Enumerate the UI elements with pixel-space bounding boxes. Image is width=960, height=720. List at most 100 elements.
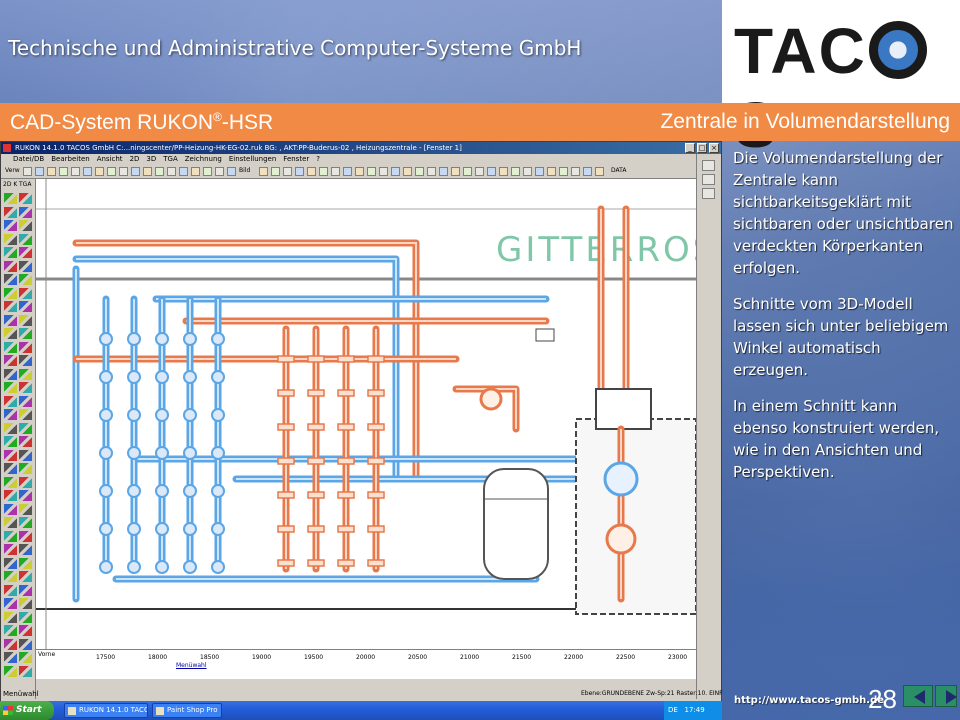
tool-button[interactable] <box>4 247 17 258</box>
tool-button[interactable] <box>19 247 32 258</box>
toolbar-button[interactable] <box>107 167 116 176</box>
next-slide-button[interactable] <box>935 685 957 707</box>
toolbar-button[interactable] <box>463 167 472 176</box>
tool-button[interactable] <box>19 571 32 582</box>
tool-button[interactable] <box>19 328 32 339</box>
tool-button[interactable] <box>4 611 17 623</box>
toolbar-verw-label[interactable]: Verw <box>5 167 20 174</box>
toolbar-button[interactable] <box>391 167 400 176</box>
window-tool-button[interactable] <box>702 160 715 171</box>
toolbar-button[interactable] <box>307 167 316 176</box>
tool-button[interactable] <box>4 395 17 407</box>
tool-button[interactable] <box>19 260 32 272</box>
tool-button[interactable] <box>19 422 32 434</box>
tool-button[interactable] <box>4 382 17 393</box>
toolbar-button[interactable] <box>475 167 484 176</box>
toolbar-button[interactable] <box>487 167 496 176</box>
tool-button[interactable] <box>4 544 17 555</box>
toolbar-data-label[interactable]: DATA <box>611 167 627 174</box>
tool-button[interactable] <box>19 395 32 407</box>
tool-button[interactable] <box>4 436 17 447</box>
prev-slide-button[interactable] <box>903 685 933 707</box>
tool-button[interactable] <box>19 449 32 461</box>
toolbar-button[interactable] <box>215 167 224 176</box>
tool-button[interactable] <box>19 476 32 488</box>
tool-button[interactable] <box>4 260 17 272</box>
maximize-button[interactable]: □ <box>697 143 707 153</box>
tray-language[interactable]: DE <box>668 706 678 714</box>
tool-button[interactable] <box>19 517 32 528</box>
start-button[interactable]: Start <box>0 701 54 720</box>
toolbar-button[interactable] <box>331 167 340 176</box>
toolbar-bild-label[interactable]: Bild <box>239 167 251 174</box>
tool-button[interactable] <box>19 274 32 285</box>
toolbar-button[interactable] <box>259 167 268 176</box>
toolbar-button[interactable] <box>83 167 92 176</box>
tool-button[interactable] <box>4 341 17 353</box>
tool-button[interactable] <box>19 584 32 596</box>
tool-button[interactable] <box>19 544 32 555</box>
tool-button[interactable] <box>4 490 17 501</box>
toolbar-button[interactable] <box>427 167 436 176</box>
tool-button[interactable] <box>19 652 32 663</box>
tool-button[interactable] <box>4 422 17 434</box>
toolbar-button[interactable] <box>415 167 424 176</box>
toolbar-button[interactable] <box>367 167 376 176</box>
toolbar-button[interactable] <box>511 167 520 176</box>
tool-button[interactable] <box>4 220 17 231</box>
toolbar-button[interactable] <box>71 167 80 176</box>
toolbar-button[interactable] <box>191 167 200 176</box>
tool-button[interactable] <box>19 382 32 393</box>
tool-button[interactable] <box>4 476 17 488</box>
drawing-canvas[interactable]: GITTERROST <box>36 179 696 649</box>
tool-button[interactable] <box>4 503 17 515</box>
taskbar-item-rukon[interactable]: RUKON 14.1.0 TACO... <box>64 703 148 718</box>
menu-item[interactable]: 3D <box>146 155 157 163</box>
tool-button[interactable] <box>19 409 32 420</box>
tool-button[interactable] <box>19 233 32 245</box>
toolbar-button[interactable] <box>343 167 352 176</box>
tool-button[interactable] <box>19 341 32 353</box>
tool-button[interactable] <box>4 314 17 326</box>
menu-item[interactable]: Einstellungen <box>228 155 277 163</box>
tab-tga[interactable]: TGA <box>19 181 32 188</box>
tool-button[interactable] <box>19 220 32 231</box>
tool-button[interactable] <box>19 625 32 636</box>
toolbar-button[interactable] <box>559 167 568 176</box>
tool-button[interactable] <box>19 530 32 542</box>
tool-button[interactable] <box>19 665 32 677</box>
menu-item[interactable]: Bearbeiten <box>51 155 90 163</box>
tool-button[interactable] <box>4 449 17 461</box>
taskbar-item-paintshop[interactable]: Paint Shop Pro <box>152 703 222 718</box>
toolbar-button[interactable] <box>439 167 448 176</box>
toolbar-button[interactable] <box>583 167 592 176</box>
tool-button[interactable] <box>19 206 32 218</box>
tool-button[interactable] <box>19 557 32 569</box>
tool-button[interactable] <box>19 503 32 515</box>
toolbar-button[interactable] <box>47 167 56 176</box>
tool-button[interactable] <box>4 598 17 609</box>
tool-button[interactable] <box>4 517 17 528</box>
window-tool-button[interactable] <box>702 174 715 185</box>
toolbar-button[interactable] <box>179 167 188 176</box>
toolbar-button[interactable] <box>295 167 304 176</box>
toolbar-button[interactable] <box>203 167 212 176</box>
tool-button[interactable] <box>4 409 17 420</box>
toolbar-button[interactable] <box>403 167 412 176</box>
tool-button[interactable] <box>19 193 32 204</box>
toolbar-button[interactable] <box>499 167 508 176</box>
tool-button[interactable] <box>19 355 32 366</box>
tool-button[interactable] <box>19 598 32 609</box>
toolbar-button[interactable] <box>227 167 236 176</box>
tool-button[interactable] <box>4 206 17 218</box>
window-tool-button[interactable] <box>702 188 715 199</box>
toolbar-button[interactable] <box>131 167 140 176</box>
toolbar-button[interactable] <box>547 167 556 176</box>
tool-button[interactable] <box>4 665 17 677</box>
tool-button[interactable] <box>4 625 17 636</box>
toolbar-button[interactable] <box>535 167 544 176</box>
toolbar-button[interactable] <box>451 167 460 176</box>
toolbar-button[interactable] <box>595 167 604 176</box>
tool-button[interactable] <box>19 314 32 326</box>
minimize-button[interactable]: _ <box>685 143 695 153</box>
